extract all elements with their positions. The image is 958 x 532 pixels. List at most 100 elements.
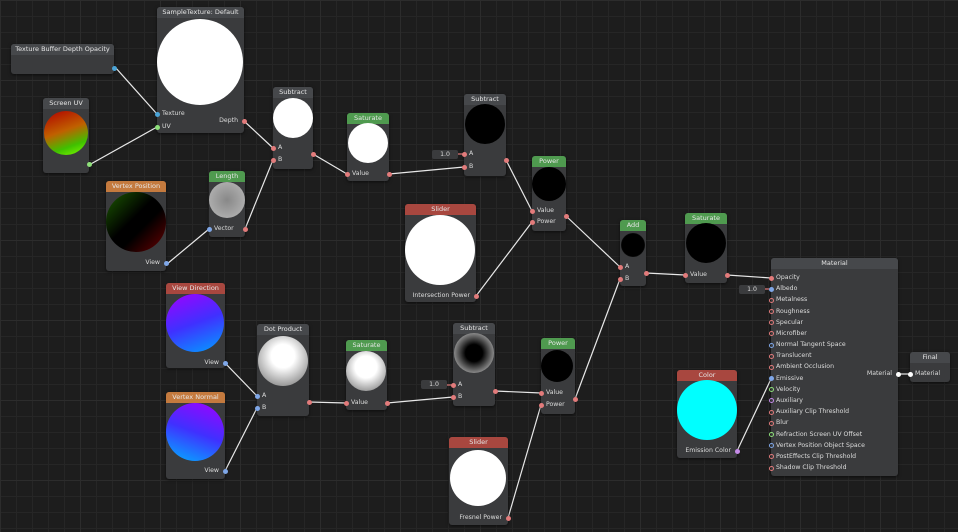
port-output[interactable] [384,400,390,406]
port-output[interactable] [572,396,578,402]
node-title[interactable]: Subtract [273,87,313,98]
port-output[interactable] [241,118,247,124]
node-title[interactable]: Length [209,171,245,182]
port-input[interactable] [768,409,774,415]
port-input[interactable] [254,405,260,411]
port-input[interactable] [538,390,544,396]
port-output[interactable] [492,388,498,394]
port-output[interactable] [111,65,117,71]
node-title[interactable]: Add [620,220,646,231]
port-input[interactable] [343,400,349,406]
port-input[interactable] [768,275,774,281]
port-input[interactable] [768,432,774,438]
value-field-sub3-a[interactable]: 1.0 [421,380,447,389]
port-input[interactable] [768,342,774,348]
port-input[interactable] [538,402,544,408]
port-input[interactable] [768,387,774,393]
port-input[interactable] [768,443,774,449]
port-output[interactable] [473,293,479,299]
value-field-sub2-a[interactable]: 1.0 [432,150,458,159]
port-output[interactable] [734,448,740,454]
port-output[interactable] [242,226,248,232]
port-output[interactable] [386,171,392,177]
port-input[interactable] [617,276,623,282]
node-title[interactable]: Saturate [346,340,387,351]
port-output[interactable] [895,371,901,377]
port-input[interactable] [206,226,212,232]
node-title[interactable]: SampleTexture: Default [157,7,244,18]
node-title[interactable]: Vertex Position [106,181,166,192]
port-input[interactable] [907,371,913,377]
node-title[interactable]: Material [771,258,898,269]
port-output[interactable] [163,260,169,266]
value-field-albedo[interactable]: 1.0 [739,285,765,294]
node-title[interactable]: Screen UV [43,98,89,109]
port-input[interactable] [768,286,774,292]
port-input[interactable] [461,151,467,157]
node-title[interactable]: Slider [405,204,476,215]
port-input[interactable] [768,398,774,404]
port-output[interactable] [503,157,509,163]
port-input[interactable] [461,164,467,170]
node-title[interactable]: Power [541,338,575,349]
port-output[interactable] [310,151,316,157]
port-input[interactable] [768,420,774,426]
port-input[interactable] [450,382,456,388]
node-title[interactable]: Power [532,156,566,167]
port-output[interactable] [306,399,312,405]
port-input[interactable] [529,208,535,214]
port-output[interactable] [222,360,228,366]
node-title[interactable]: View Direction [166,283,225,294]
node-tbdo[interactable]: Texture Buffer Depth Opacity [11,44,117,74]
port-output[interactable] [222,468,228,474]
port-input[interactable] [682,272,688,278]
port-input[interactable] [768,331,774,337]
port-input[interactable] [154,124,160,130]
port-output[interactable] [563,213,569,219]
port-input[interactable] [270,145,276,151]
port-input[interactable] [768,353,774,359]
node-title[interactable]: Slider [449,437,508,448]
node-title[interactable]: Dot Product [257,324,309,335]
port-input[interactable] [768,309,774,315]
node-title[interactable]: Vertex Normal [166,392,225,403]
port-input[interactable] [617,264,623,270]
port-input[interactable] [254,393,260,399]
port-input[interactable] [768,454,774,460]
port-output[interactable] [643,270,649,276]
port-input[interactable] [450,394,456,400]
port-output[interactable] [505,515,511,521]
port-input[interactable] [768,376,774,382]
node-title[interactable]: Texture Buffer Depth Opacity [11,44,114,55]
port-input[interactable] [529,219,535,225]
port-input[interactable] [344,171,350,177]
port-input[interactable] [768,297,774,303]
node-title[interactable]: Final [910,352,950,363]
node-screenuv[interactable]: Screen UV [43,98,92,173]
port-output[interactable] [724,272,730,278]
port-input[interactable] [154,111,160,117]
port-input[interactable] [768,320,774,326]
port-input[interactable] [270,157,276,163]
port-output[interactable] [86,161,92,167]
